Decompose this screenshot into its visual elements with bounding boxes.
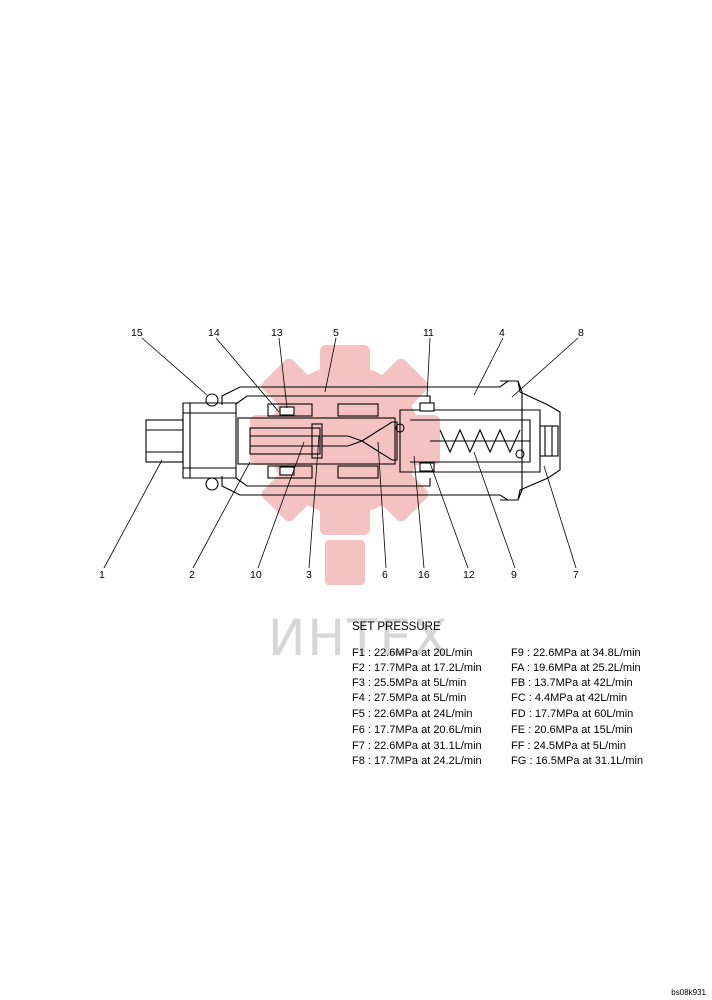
piston [249,427,321,455]
callout-15: 15 [131,327,143,339]
drawing-code: bs08k931 [671,988,706,997]
set-pressure-row: F1 : 22.6MPa at 20L/min [352,647,473,659]
poppet-6 [360,421,398,461]
callout-1: 1 [99,569,105,581]
set-pressure-row: F9 : 22.6MPa at 34.8L/min [511,647,641,659]
leader-lines [103,337,579,569]
hex-nut [182,402,237,479]
watermark-text: ИНТЕХ [268,609,449,667]
callout-13: 13 [271,327,283,339]
seal-12 [419,462,435,472]
poppet-needle [321,435,364,447]
watermark-gear [250,345,440,585]
callout-10: 10 [250,569,262,581]
set-pressure-row: F8 : 17.7MPa at 24.2L/min [352,755,482,767]
spring-chamber [399,409,541,473]
callout-16: 16 [418,569,430,581]
housing-outline [221,380,561,501]
seal-13 [279,406,295,416]
valve-assembly [145,380,561,501]
set-pressure-row: F7 : 22.6MPa at 31.1L/min [352,740,482,752]
set-pressure-row: FD : 17.7MPa at 60L/min [511,708,634,720]
set-pressure-row: FB : 13.7MPa at 42L/min [511,677,633,689]
set-pressure-row: F6 : 17.7MPa at 20.6L/min [352,724,482,736]
set-pressure-row: FC : 4.4MPa at 42L/min [511,692,628,704]
lock-nut [500,380,523,501]
adapter-body [145,419,184,463]
callout-6: 6 [382,569,388,581]
callout-3: 3 [306,569,312,581]
set-pressure-row: F4 : 27.5MPa at 5L/min [352,692,467,704]
spring-9 [439,428,521,454]
callout-11: 11 [423,327,434,339]
callout-5: 5 [333,327,339,339]
set-pressure-row: FF : 24.5MPa at 5L/min [511,740,626,752]
set-pressure-row: FG : 16.5MPa at 31.1L/min [511,755,644,767]
seal-11 [419,402,435,412]
callout-2: 2 [189,569,195,581]
set-pressure-row: FA : 19.6MPa at 25.2L/min [511,662,641,674]
callout-9: 9 [511,569,517,581]
callout-4: 4 [499,327,505,339]
callout-7: 7 [573,569,579,581]
set-pressure-row: F2 : 17.7MPa at 17.2L/min [352,662,482,674]
set-pressure-row: F5 : 22.6MPa at 24L/min [352,708,473,720]
o-ring-15-top [205,393,219,407]
callout-14: 14 [208,327,220,339]
set-pressure-row: F3 : 25.5MPa at 5L/min [352,677,467,689]
set-pressure-row: FE : 20.6MPa at 15L/min [511,724,633,736]
callout-12: 12 [463,569,475,581]
callout-labels: 15 14 13 5 11 4 8 1 2 10 3 6 16 12 9 7 [99,327,584,581]
adjust-screw [539,425,559,457]
set-pressure-title: SET PRESSURE [352,621,441,633]
callout-8: 8 [578,327,584,339]
o-ring-15-bottom [205,477,219,491]
